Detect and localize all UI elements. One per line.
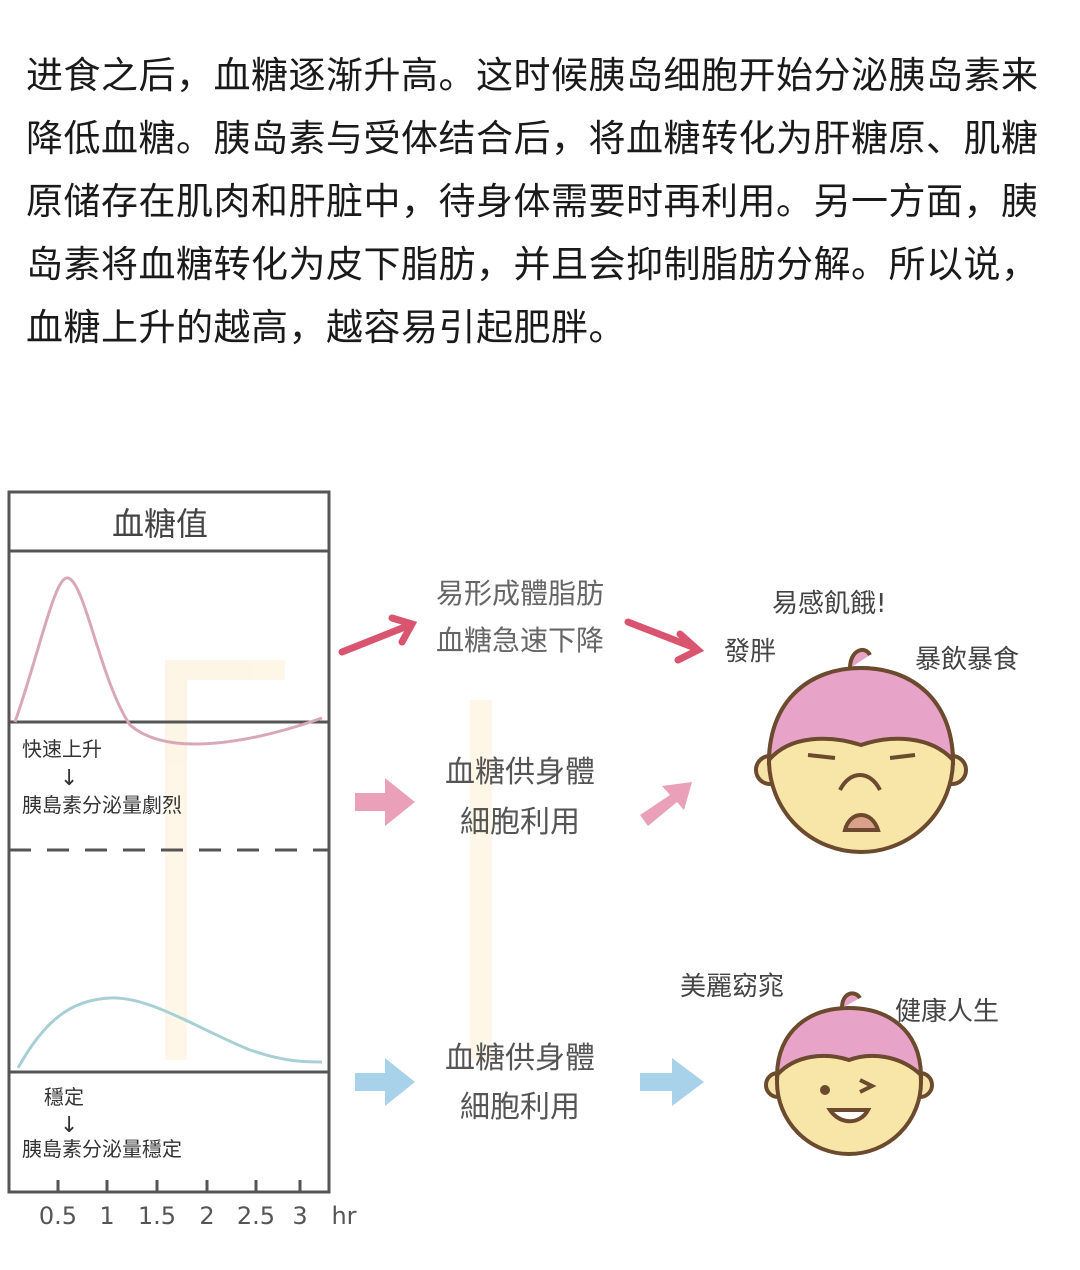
flow-top-line-2: 血糖急速下降 xyxy=(436,624,604,657)
x-tick-label: 2.5 xyxy=(237,1202,275,1230)
watermark xyxy=(165,660,492,1060)
spike-curve xyxy=(13,576,323,746)
red-arrow-icon xyxy=(338,614,418,656)
happy-face-illustration xyxy=(764,991,934,1156)
flow-bot-line-1: 血糖供身體 xyxy=(445,1041,595,1076)
blue-arrow-icon xyxy=(640,1058,704,1106)
x-tick-label: 2 xyxy=(199,1202,214,1230)
flow-mid-line-2: 細胞利用 xyxy=(460,805,580,840)
sad-caption-3: 暴飲暴食 xyxy=(915,645,1019,675)
flow-top-line-1: 易形成體脂肪 xyxy=(436,577,604,610)
bottom-arrow: ↓ xyxy=(60,1113,78,1138)
x-tick-label: 3 xyxy=(292,1202,307,1230)
happy-caption-1: 美麗窈窕 xyxy=(680,972,784,1002)
bottom-label-1: 穩定 xyxy=(44,1085,84,1109)
sad-caption-2: 發胖 xyxy=(724,637,776,667)
body-paragraph: 进食之后，血糖逐渐升高。这时候胰岛细胞开始分泌胰岛素来降低血糖。胰岛素与受体结合… xyxy=(26,54,1039,349)
pink-arrow-icon xyxy=(640,782,692,826)
flow-mid-line-1: 血糖供身體 xyxy=(445,755,595,790)
happy-caption-2: 健康人生 xyxy=(895,997,999,1027)
x-tick-label: 0.5 xyxy=(39,1202,77,1230)
x-tick-label: 1.5 xyxy=(138,1202,176,1230)
flow-bot-line-2: 細胞利用 xyxy=(460,1090,580,1125)
chart-frame xyxy=(7,490,331,1194)
blood-sugar-infographic: 血糖值 快速上升 ↓ 胰島素分泌量劇烈 穩定 ↓ 胰島素分泌量穩定 0.5 1 … xyxy=(7,490,1019,1230)
sad-caption-1: 易感飢餓! xyxy=(772,589,886,619)
x-ticks xyxy=(56,1180,302,1192)
stable-curve xyxy=(16,996,323,1069)
top-arrow: ↓ xyxy=(60,766,78,791)
red-arrow-icon xyxy=(624,618,705,664)
top-label-1: 快速上升 xyxy=(22,737,102,761)
pink-arrow-icon xyxy=(355,778,415,826)
chart-title: 血糖值 xyxy=(112,505,208,543)
top-label-2: 胰島素分泌量劇烈 xyxy=(22,793,182,817)
x-unit-label: hr xyxy=(331,1202,356,1230)
sad-face-illustration xyxy=(754,647,968,854)
bottom-label-2: 胰島素分泌量穩定 xyxy=(22,1137,182,1161)
x-tick-label: 1 xyxy=(99,1202,114,1230)
blue-arrow-icon xyxy=(355,1058,415,1106)
